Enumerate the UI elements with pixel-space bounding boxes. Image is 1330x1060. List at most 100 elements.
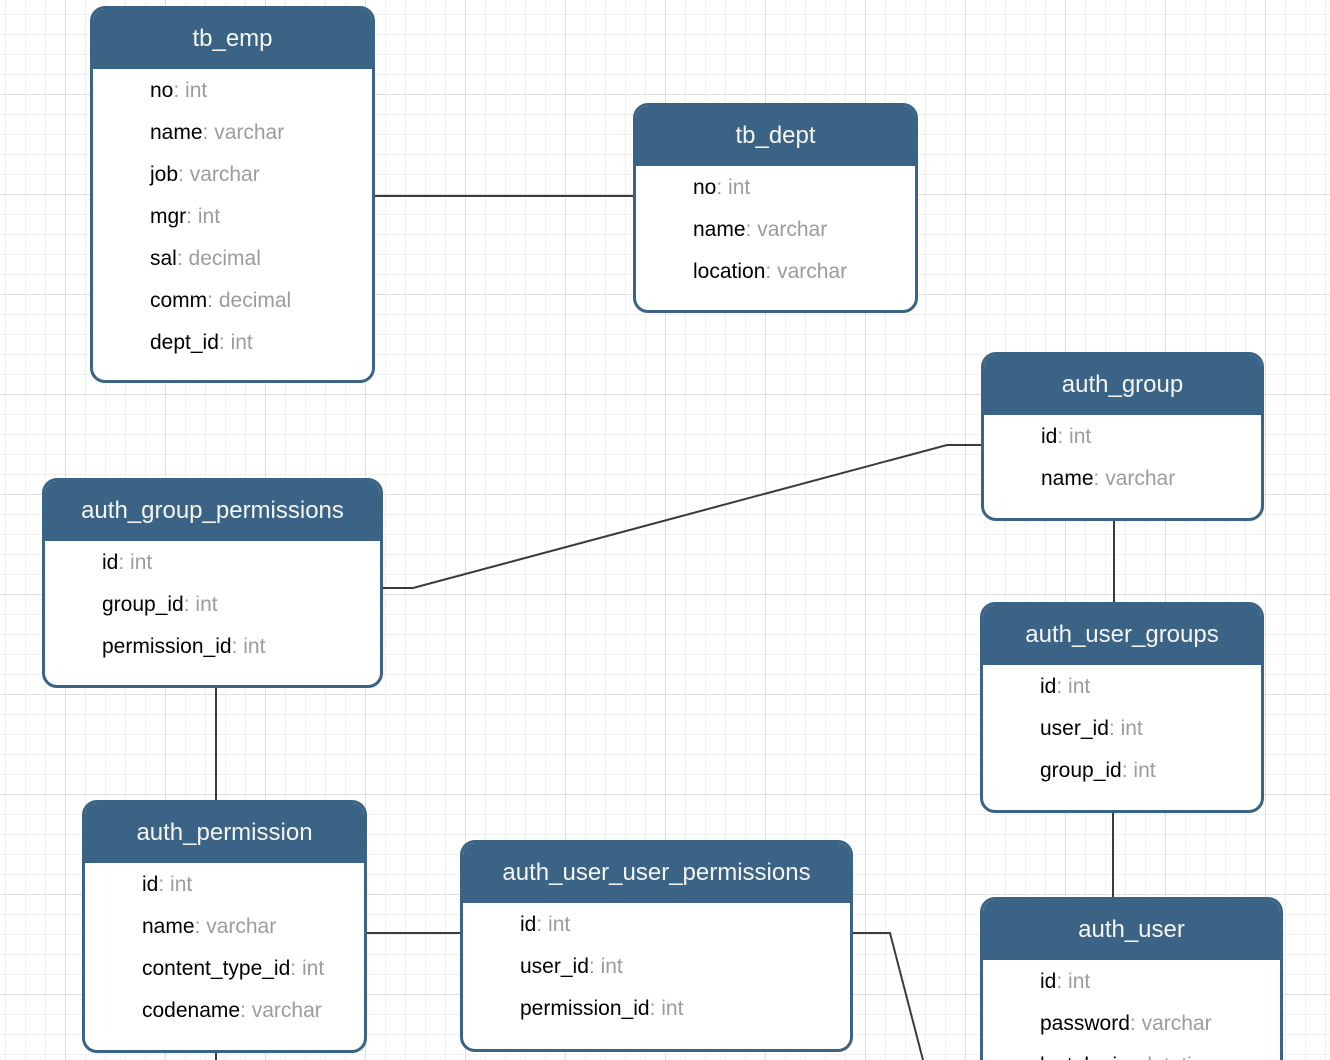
field-name: name — [142, 915, 195, 938]
table-auth_permission[interactable]: auth_permission idint namevarchar conten… — [82, 800, 367, 1053]
table-title: auth_permission — [136, 819, 313, 846]
table-header: tb_dept — [636, 106, 915, 166]
field-row: group_idint — [102, 584, 380, 626]
field-type: int — [219, 331, 253, 354]
connection-auth_group_permissions-auth_group — [383, 444, 981, 589]
field-name: id — [1040, 970, 1057, 993]
field-row: permission_idint — [520, 988, 850, 1030]
field-type: int — [1122, 759, 1156, 782]
field-name: id — [1041, 425, 1058, 448]
table-tb_dept[interactable]: tb_dept noint namevarchar locationvarcha… — [633, 103, 918, 313]
field-type: int — [186, 205, 220, 228]
field-type: int — [184, 593, 218, 616]
field-row: idint — [142, 864, 364, 906]
field-name: comm — [150, 289, 208, 312]
field-row: dept_idint — [150, 322, 372, 364]
field-name: user_id — [520, 955, 589, 978]
field-name: user_id — [1040, 717, 1109, 740]
field-row: namevarchar — [150, 112, 372, 154]
field-type: int — [650, 997, 684, 1020]
table-title: auth_group — [1061, 371, 1184, 398]
field-row: idint — [102, 542, 380, 584]
field-row: jobvarchar — [150, 154, 372, 196]
field-row: namevarchar — [693, 209, 915, 251]
field-row: permission_idint — [102, 626, 380, 668]
field-row: locationvarchar — [693, 251, 915, 293]
field-type: datetime — [1129, 1054, 1221, 1060]
table-title: auth_user — [1078, 916, 1185, 943]
field-type: varchar — [746, 218, 828, 241]
field-name: permission_id — [102, 635, 232, 658]
field-type: varchar — [240, 999, 322, 1022]
table-auth_user[interactable]: auth_user idint passwordvarchar last_log… — [980, 897, 1283, 1060]
field-name: codename — [142, 999, 241, 1022]
field-row: idint — [1040, 666, 1261, 708]
field-row: noint — [150, 70, 372, 112]
field-name: dept_id — [150, 331, 219, 354]
field-row: user_idint — [1040, 708, 1261, 750]
table-body: noint namevarchar locationvarchar — [636, 166, 915, 293]
field-name: group_id — [1040, 759, 1122, 782]
field-type: varchar — [195, 915, 277, 938]
field-type: int — [1109, 717, 1143, 740]
field-name: id — [102, 551, 119, 574]
field-name: location — [693, 260, 766, 283]
field-row: codenamevarchar — [142, 990, 364, 1032]
table-title: tb_dept — [735, 122, 816, 149]
field-name: name — [693, 218, 746, 241]
table-auth_group_permissions[interactable]: auth_group_permissions idint group_idint… — [42, 478, 383, 688]
field-type: int — [716, 176, 750, 199]
field-name: job — [150, 163, 179, 186]
field-row: idint — [1040, 961, 1280, 1003]
field-row: namevarchar — [1041, 458, 1261, 500]
field-name: group_id — [102, 593, 184, 616]
field-name: sal — [150, 247, 177, 270]
table-header: auth_group_permissions — [45, 481, 380, 541]
field-row: content_type_idint — [142, 948, 364, 990]
table-body: idint passwordvarchar last_logindatetime — [983, 960, 1280, 1060]
field-name: no — [150, 79, 174, 102]
field-type: int — [232, 635, 266, 658]
table-header: auth_user_user_permissions — [463, 843, 850, 903]
table-title: auth_group_permissions — [81, 497, 344, 524]
field-row: commdecimal — [150, 280, 372, 322]
field-name: id — [142, 873, 159, 896]
table-auth_user_user_permissions[interactable]: auth_user_user_permissions idint user_id… — [460, 840, 853, 1052]
table-tb_emp[interactable]: tb_emp noint namevarchar jobvarchar mgri… — [90, 6, 375, 383]
field-type: int — [173, 79, 207, 102]
field-row: saldecimal — [150, 238, 372, 280]
field-name: password — [1040, 1012, 1130, 1035]
table-header: tb_emp — [93, 9, 372, 69]
table-title: tb_emp — [192, 25, 273, 52]
field-type: varchar — [178, 163, 260, 186]
field-type: int — [536, 913, 570, 936]
table-auth_user_groups[interactable]: auth_user_groups idint user_idint group_… — [980, 602, 1264, 813]
field-type: varchar — [203, 121, 285, 144]
field-name: no — [693, 176, 717, 199]
field-name: content_type_id — [142, 957, 291, 980]
field-name: mgr — [150, 205, 187, 228]
field-row: namevarchar — [142, 906, 364, 948]
field-row: last_logindatetime — [1040, 1045, 1280, 1060]
table-body: noint namevarchar jobvarchar mgrint sald… — [93, 69, 372, 364]
field-name: permission_id — [520, 997, 650, 1020]
table-header: auth_user — [983, 900, 1280, 960]
field-name: id — [1040, 675, 1057, 698]
field-type: int — [1057, 425, 1091, 448]
table-body: idint user_idint group_idint — [983, 665, 1261, 792]
field-row: group_idint — [1040, 750, 1261, 792]
table-title: auth_user_groups — [1025, 621, 1219, 648]
field-row: idint — [520, 904, 850, 946]
field-name: last_login — [1040, 1054, 1129, 1060]
field-type: int — [158, 873, 192, 896]
connection-auth_user_user_permissions-offscreen — [853, 932, 924, 1060]
table-title: auth_user_user_permissions — [502, 859, 811, 886]
field-type: varchar — [1130, 1012, 1212, 1035]
table-auth_group[interactable]: auth_group idint namevarchar — [981, 352, 1264, 521]
field-type: int — [1056, 675, 1090, 698]
table-header: auth_group — [984, 355, 1261, 415]
table-body: idint namevarchar — [984, 415, 1261, 500]
field-row: passwordvarchar — [1040, 1003, 1280, 1045]
